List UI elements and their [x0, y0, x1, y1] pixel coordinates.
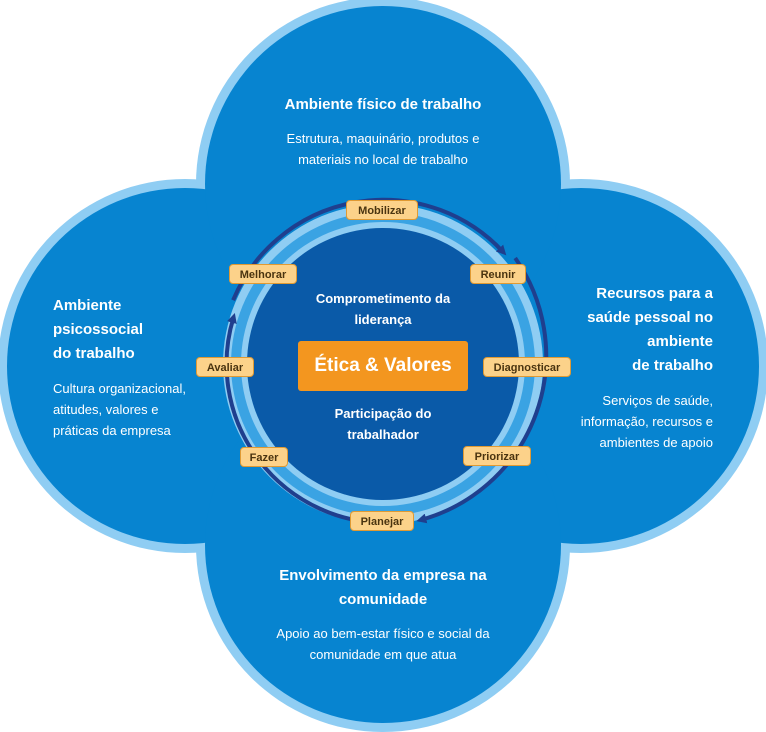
- step-melhorar: Melhorar: [229, 264, 297, 284]
- step-diagnosticar: Diagnosticar: [483, 357, 571, 377]
- petal-right-title: Recursos para a saúde pessoal no ambient…: [543, 282, 713, 378]
- desc-line: comunidade em que atua: [309, 647, 457, 662]
- desc-line: Serviços de saúde,: [602, 393, 713, 408]
- center-line: Comprometimento da: [315, 291, 451, 306]
- center-line: liderança: [354, 312, 412, 327]
- step-fazer: Fazer: [240, 447, 288, 467]
- title-line: comunidade: [338, 591, 428, 608]
- petal-top-desc: Estrutura, maquinário, produtos e materi…: [233, 128, 533, 170]
- core-values-box: Ética & Valores: [298, 341, 468, 391]
- cycle-arrow-right: [416, 256, 549, 524]
- center-line: Participação do: [334, 406, 432, 421]
- desc-line: Estrutura, maquinário, produtos e: [286, 131, 480, 146]
- step-avaliar: Avaliar: [196, 357, 254, 377]
- desc-line: Cultura organizacional,: [53, 381, 186, 396]
- title-line: saúde pessoal no: [587, 309, 713, 326]
- desc-line: Apoio ao bem-estar físico e social da: [276, 626, 490, 641]
- desc-line: informação, recursos e: [580, 414, 713, 429]
- step-planejar: Planejar: [350, 511, 414, 531]
- desc-line: materiais no local de trabalho: [298, 152, 468, 167]
- center-line: trabalhador: [347, 427, 419, 442]
- title-line: Ambiente: [53, 297, 122, 314]
- petal-left-title: Ambiente psicossocial do trabalho: [53, 294, 223, 366]
- title-line: Envolvimento da empresa na: [279, 567, 487, 584]
- title-line: psicossocial: [53, 321, 144, 338]
- title-line: do trabalho: [53, 345, 135, 362]
- desc-line: práticas da empresa: [53, 423, 171, 438]
- step-priorizar: Priorizar: [463, 446, 531, 466]
- step-mobilizar: Mobilizar: [346, 200, 418, 220]
- desc-line: atitudes, valores e: [53, 402, 159, 417]
- step-reunir: Reunir: [470, 264, 526, 284]
- petal-top-title: Ambiente físico de trabalho: [284, 96, 482, 113]
- center-bottom-text: Participação do trabalhador: [283, 403, 483, 445]
- title-line: de trabalho: [632, 357, 713, 374]
- title-line: Recursos para a: [596, 285, 713, 302]
- center-top-text: Comprometimento da liderança: [283, 288, 483, 330]
- title-line: ambiente: [647, 333, 713, 350]
- petal-left-desc: Cultura organizacional, atitudes, valore…: [53, 378, 223, 441]
- petal-bottom-title: Envolvimento da empresa na comunidade: [223, 564, 543, 612]
- petal-right-desc: Serviços de saúde, informação, recursos …: [543, 390, 713, 453]
- petal-bottom-desc: Apoio ao bem-estar físico e social da co…: [223, 623, 543, 665]
- desc-line: ambientes de apoio: [599, 435, 713, 450]
